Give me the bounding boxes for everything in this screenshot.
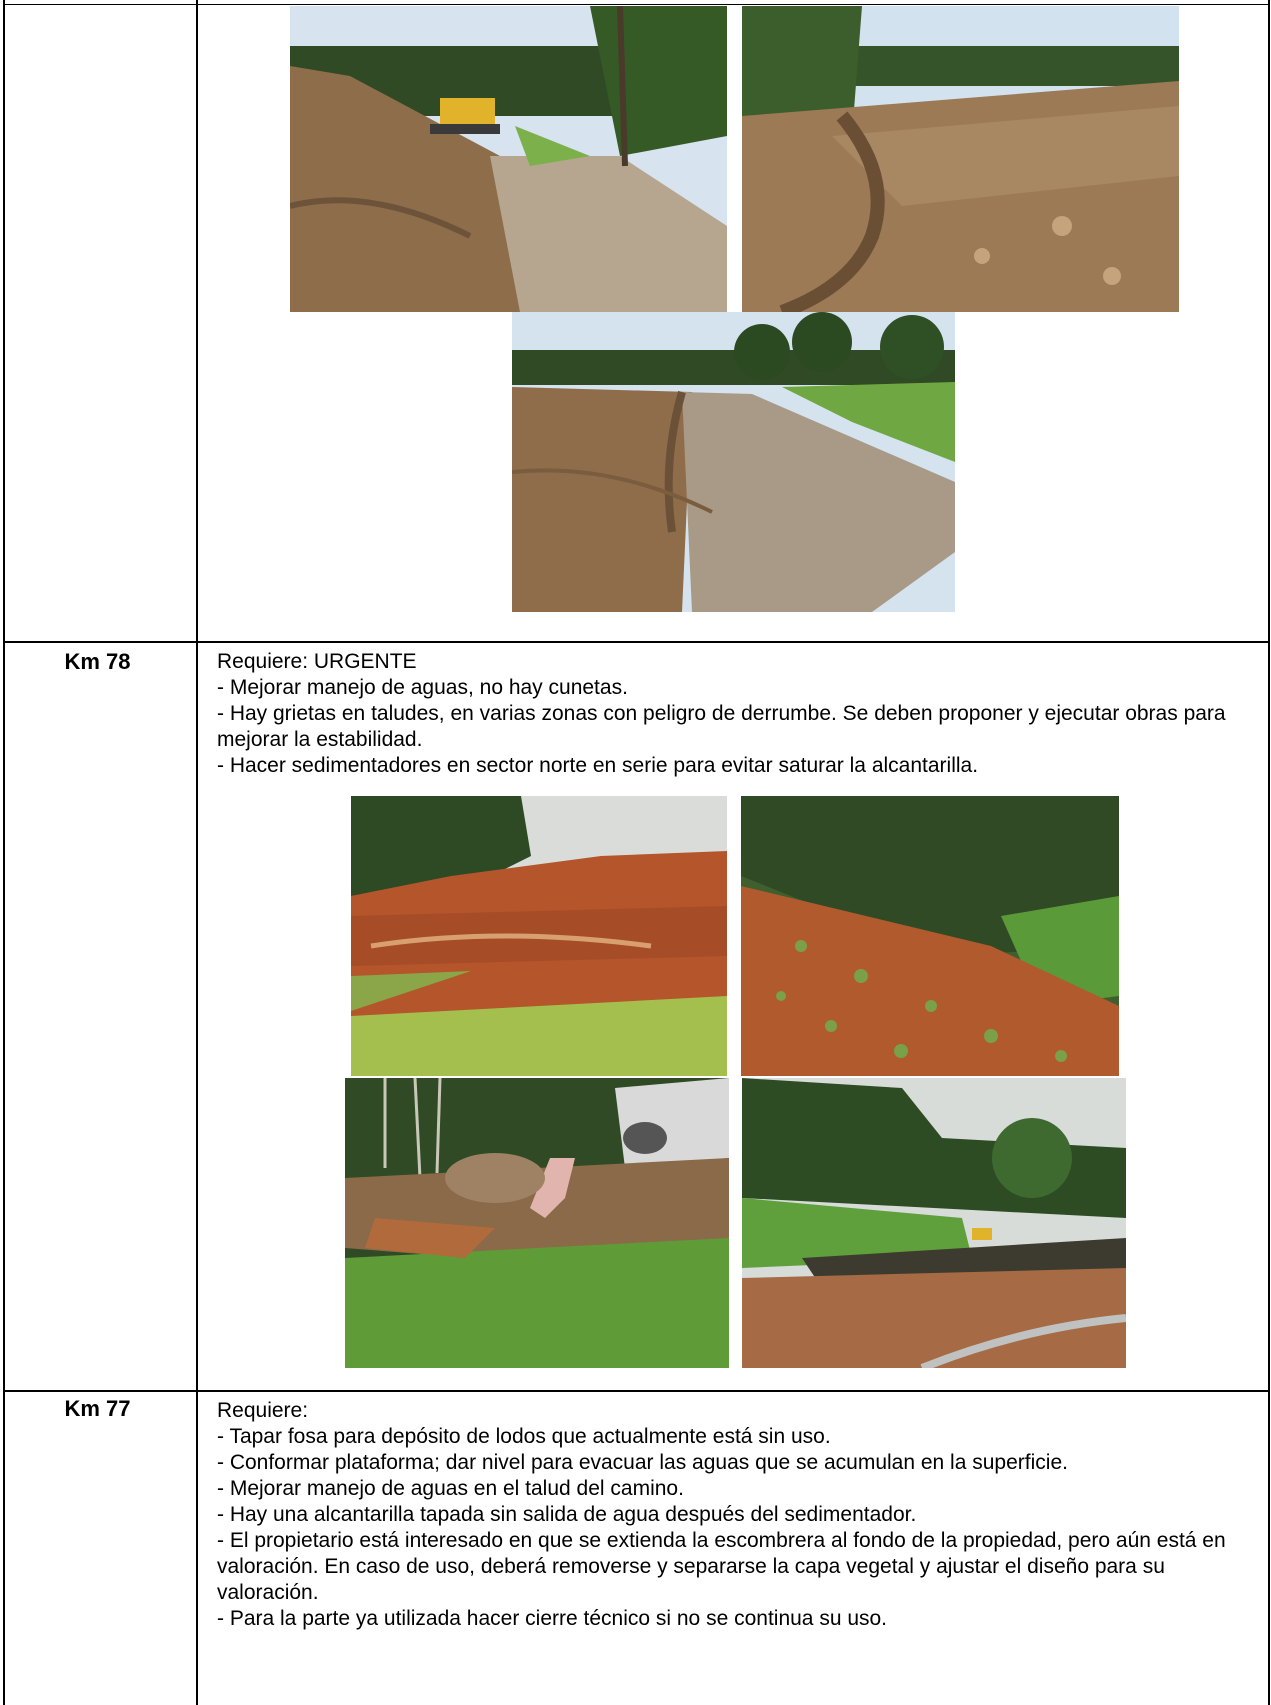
requirement-line: - Mejorar manejo de aguas en el talud de… — [217, 1477, 684, 1500]
requirements-text: Requiere: URGENTE - Mejorar manejo de ag… — [217, 649, 1262, 779]
requirement-line: Requiere: — [217, 1399, 309, 1422]
table-border-left — [3, 0, 5, 1705]
vegetated-slope-photo — [741, 796, 1119, 1076]
photo-image — [512, 312, 955, 612]
requirements-text: Requiere: - Tapar fosa para depósito de … — [217, 1398, 1262, 1632]
drainage-channel-slope-photo — [742, 6, 1179, 312]
culvert-outlet-photo — [345, 1078, 729, 1368]
requirement-line: - Mejorar manejo de aguas, no hay cuneta… — [217, 676, 628, 699]
photo-image — [742, 1078, 1126, 1368]
requirement-line: - Tapar fosa para depósito de lodos que … — [217, 1425, 831, 1448]
photo-image — [742, 6, 1179, 312]
requirement-line: - Hacer sedimentadores en sector norte e… — [217, 754, 979, 777]
road-slope-field-photo — [512, 312, 955, 612]
requirement-line: - Para la parte ya utilizada hacer cierr… — [217, 1607, 888, 1630]
row-divider-1 — [3, 641, 1270, 643]
km-label: Km 77 — [64, 1396, 131, 1421]
photo-image — [351, 796, 727, 1076]
requirement-line: - Hay grietas en taludes, en varias zona… — [217, 702, 1232, 751]
photo-image — [290, 6, 727, 312]
red-soil-slope-photo — [351, 796, 727, 1076]
km-label: Km 78 — [64, 649, 131, 674]
sediment-pond-photo — [742, 1078, 1126, 1368]
table-row: Km 78 Requiere: URGENTE - Mejorar manejo… — [0, 643, 1271, 1390]
photo-image — [345, 1078, 729, 1368]
requirement-line: - Hay una alcantarilla tapada sin salida… — [217, 1503, 917, 1526]
table-border-column-divider — [196, 0, 198, 1705]
table-row — [0, 0, 1271, 641]
requirement-line: - Conformar plataforma; dar nivel para e… — [217, 1451, 1068, 1474]
table-border-top — [3, 4, 1270, 5]
row-divider-2 — [3, 1390, 1270, 1392]
requirement-line: Requiere: URGENTE — [217, 650, 417, 673]
table-border-right — [1268, 0, 1270, 1705]
table-row: Km 77 Requiere: - Tapar fosa para depósi… — [0, 1392, 1271, 1705]
photo-image — [741, 796, 1119, 1076]
excavator-road-slope-photo — [290, 6, 727, 312]
requirement-line: - El propietario está interesado en que … — [217, 1529, 1232, 1604]
